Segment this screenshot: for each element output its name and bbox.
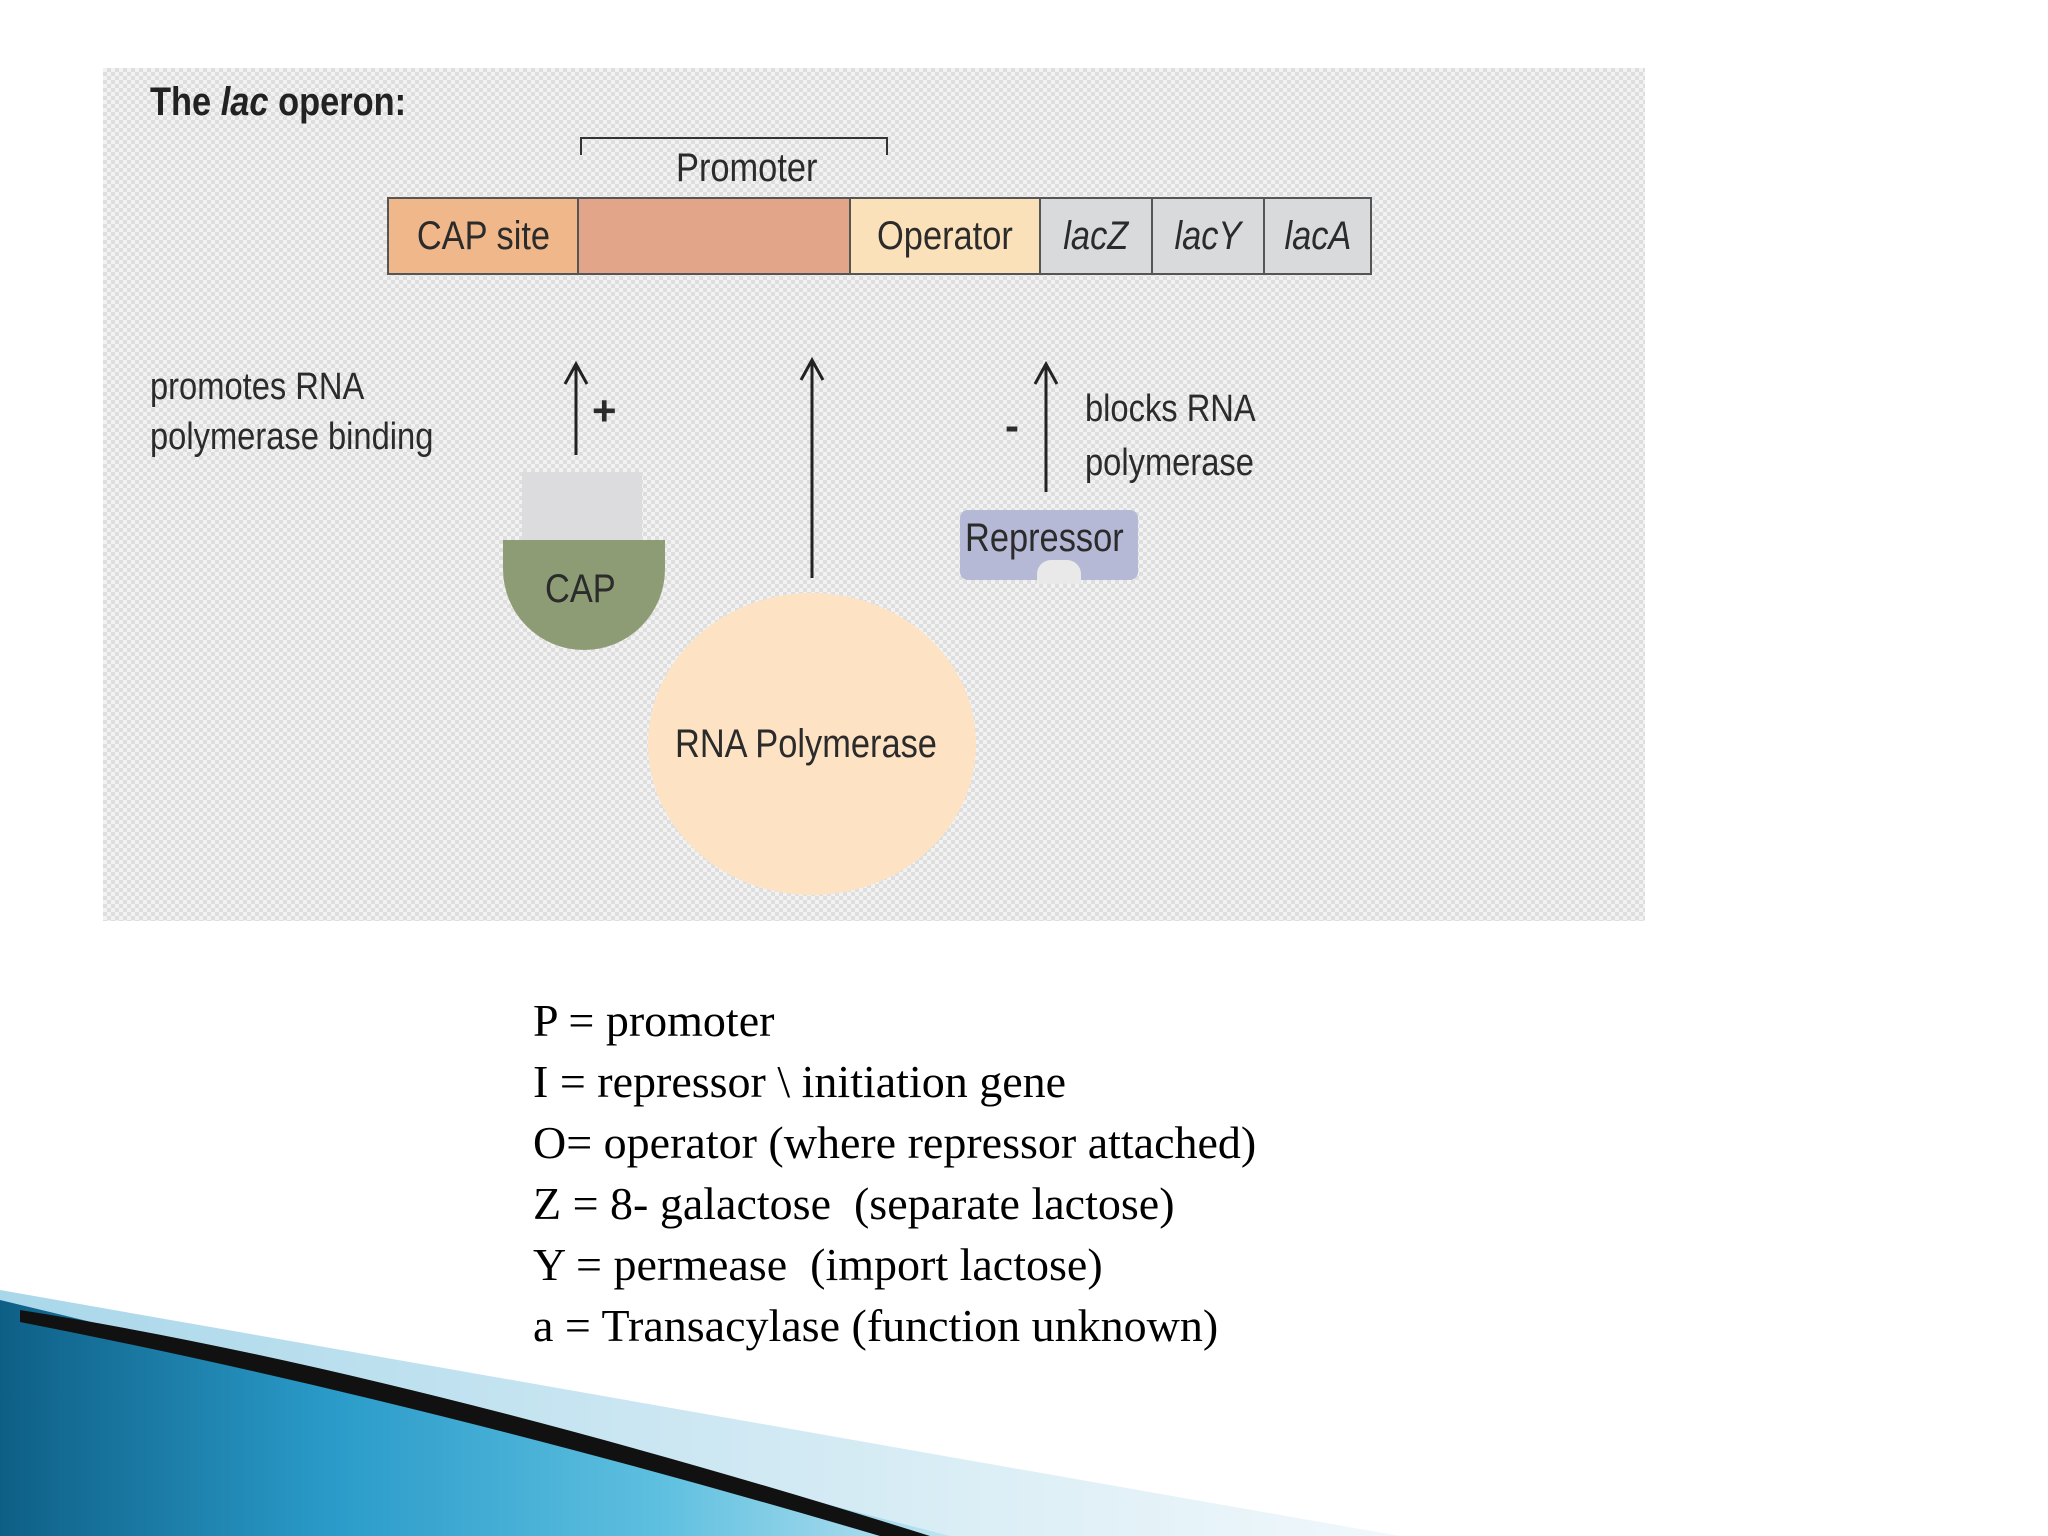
rna-polymerase-label: RNA Polymerase [675, 722, 937, 766]
cap-effect-line-1: promotes RNA [150, 366, 365, 408]
promoter-segment [579, 199, 851, 273]
title-prefix: The [150, 80, 221, 124]
cap-arrow [563, 360, 589, 455]
repressor-effect-text: blocks RNA polymerase [1085, 382, 1256, 490]
repressor-effect-line-2: polymerase [1085, 442, 1254, 484]
legend-item: Z = 8- galactose (separate lactose) [533, 1178, 1175, 1229]
legend-item: O= operator (where repressor attached) [533, 1117, 1257, 1168]
rna-polymerase [648, 593, 976, 895]
repressor-effect-line-1: blocks RNA [1085, 388, 1256, 430]
lacz-segment: lacZ [1041, 199, 1153, 273]
laca-label: lacA [1284, 213, 1351, 258]
title-italic: lac [220, 80, 269, 124]
cap-site-label: CAP site [416, 213, 550, 258]
lacy-segment: lacY [1153, 199, 1265, 273]
legend-item: P = promoter [533, 995, 775, 1046]
title-suffix: operon: [268, 80, 407, 124]
legend-item: Y = permease (import lactose) [533, 1239, 1103, 1290]
repressor-label: Repressor [965, 516, 1124, 560]
promoter-bracket [580, 137, 888, 155]
operator-segment: Operator [851, 199, 1041, 273]
legend-item: I = repressor \ initiation gene [533, 1056, 1067, 1107]
rnap-arrow [799, 356, 825, 578]
promoter-label: Promoter [676, 146, 818, 190]
cap-effect-line-2: polymerase binding [150, 416, 434, 458]
operon-bar: CAP site Operator lacZ lacY lacA [387, 197, 1372, 275]
cap-label: CAP [545, 567, 616, 611]
repressor-notch [1037, 560, 1081, 584]
laca-segment: lacA [1265, 199, 1370, 273]
diagram-title: The lac operon: [150, 82, 406, 122]
operator-label: Operator [877, 213, 1013, 258]
cap-effect-text: promotes RNA polymerase binding [150, 362, 433, 462]
cap-site-segment: CAP site [389, 199, 579, 273]
repressor-arrow [1033, 360, 1059, 492]
legend-item: a = Transacylase (function unknown) [533, 1300, 1219, 1351]
repressor-sign: - [1005, 402, 1019, 449]
lacz-label: lacZ [1063, 213, 1129, 258]
lacy-label: lacY [1174, 213, 1242, 258]
decor-dark-stroke [20, 1310, 930, 1536]
legend-list: P = promoter I = repressor \ initiation … [533, 990, 1256, 1356]
cap-sign: + [592, 387, 617, 434]
